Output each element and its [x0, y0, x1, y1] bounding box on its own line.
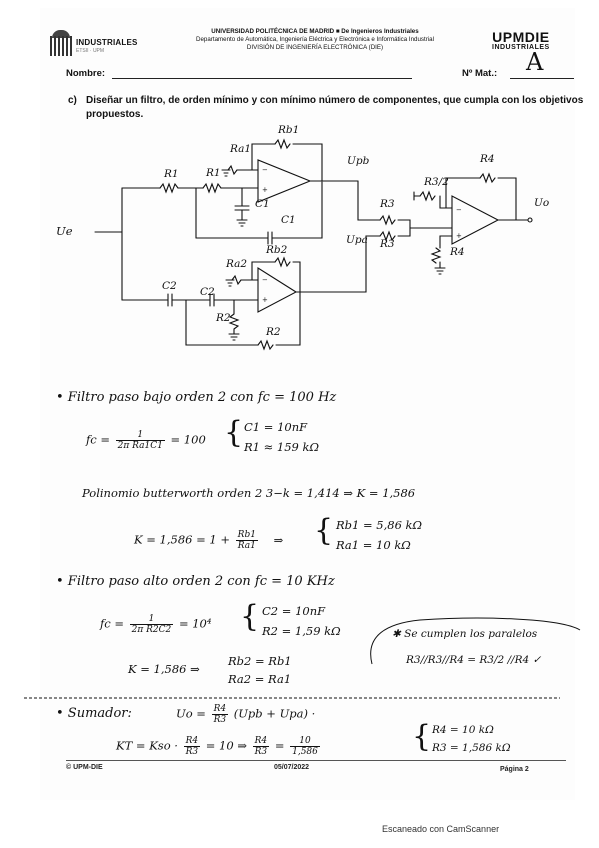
brace-lpf: {: [224, 415, 244, 450]
r4a-label: R4: [480, 153, 495, 165]
ra2-label: Ra2: [226, 258, 248, 270]
svg-text:+: +: [262, 296, 268, 304]
svg-text:+: +: [262, 186, 268, 194]
c2b-label: C2: [200, 286, 215, 298]
r3half-label: R3/2: [424, 176, 449, 188]
r3-value: R3 = 1,586 kΩ: [432, 742, 511, 754]
c2-value: C2 = 10nF: [262, 604, 326, 618]
r3b-label: R3: [380, 238, 395, 250]
footer-date: 05/07/2022: [274, 764, 310, 771]
hpf-title: • Filtro paso alto orden 2 con fc = 10 K…: [56, 574, 335, 589]
footer-page: Página 2: [500, 766, 529, 773]
vpb-label: Upb: [347, 155, 370, 167]
rb1-value: Rb1 = 5,86 kΩ: [336, 518, 423, 532]
svg-text:−: −: [262, 276, 268, 284]
ve-label: Ue: [56, 224, 73, 238]
upmdie-logo: UPMDIE INDUSTRIALES: [492, 29, 550, 51]
vpa-wire: [295, 245, 367, 293]
vpa-label: Upa: [346, 234, 368, 246]
rb2-value: Rb2 = Rb1: [228, 654, 292, 668]
r1a-resistor: [159, 182, 179, 194]
r3b-resistor: [379, 230, 396, 242]
r1a-label: R1: [164, 168, 179, 180]
scanner-watermark: Escaneado con CamScanner: [382, 824, 500, 834]
r2b-resistor: [257, 339, 274, 351]
ra1-resistor: [227, 164, 238, 176]
svg-text:+: +: [456, 232, 462, 240]
exam-version-letter: A: [526, 48, 544, 76]
r4-value: R4 = 10 kΩ: [432, 724, 494, 736]
exam-sheet: INDUSTRIALES ETSII · UPM UNIVERSIDAD POL…: [40, 8, 575, 800]
k2-line: K = 1,586 ⇒: [128, 662, 200, 676]
svg-text:−: −: [262, 166, 268, 174]
footer-copyright: © UPM-DIE: [66, 764, 103, 771]
c1b-label: C1: [281, 214, 296, 226]
r1-value: R1 ≈ 159 kΩ: [244, 440, 320, 454]
c2a-label: C2: [162, 280, 177, 292]
svg-text:−: −: [456, 206, 462, 214]
butterworth-line: Polinomio butterworth orden 2 3−k = 1,41…: [82, 486, 416, 500]
opamp-summer: [451, 195, 500, 245]
brace-k: {: [314, 513, 334, 548]
opamp-highpass: [257, 267, 298, 313]
question-text: Diseñar un filtro, de orden mínimo y con…: [86, 95, 584, 120]
r4a-resistor: [479, 172, 496, 184]
industriales-logo: INDUSTRIALES ETSII · UPM: [50, 30, 137, 60]
division-line: DIVISIÓN DE INGENIERÍA ELECTRÓNICA (DIE): [246, 44, 384, 51]
ra2-value: Ra2 = Ra1: [228, 672, 292, 686]
brace-hpf: {: [240, 599, 260, 634]
rb1-label: Rb1: [278, 124, 300, 136]
brace-sum: {: [412, 719, 432, 754]
mat-label: Nº Mat.:: [462, 68, 498, 79]
department-line: Departamento de Automática, Ingeniería E…: [196, 36, 434, 43]
c1a-label: C1: [255, 198, 270, 210]
sum-title: • Sumador:: [56, 706, 132, 721]
vo-label: Uo: [534, 197, 550, 209]
r1b-label: R1: [206, 167, 221, 179]
r2-value: R2 = 1,59 kΩ: [262, 624, 341, 638]
footer-rule: [66, 760, 566, 761]
c1-value: C1 = 10nF: [244, 420, 308, 434]
ra1-value: Ra1 = 10 kΩ: [336, 538, 411, 552]
rb2-resistor: [274, 256, 291, 268]
r4b-label: R4: [450, 246, 465, 258]
r3half-resistor: [430, 247, 442, 264]
header-text: UNIVERSIDAD POLITÉCNICA DE MADRID ■ De I…: [150, 28, 480, 52]
page-header: INDUSTRIALES ETSII · UPM UNIVERSIDAD POL…: [40, 8, 575, 78]
r4b-resistor: [419, 190, 436, 202]
r2a-resistor: [228, 313, 240, 330]
r3a-label: R3: [380, 198, 395, 210]
ra2-resistor: [231, 274, 242, 286]
name-label: Nombre:: [66, 68, 106, 79]
r2a-label: R2: [216, 312, 231, 324]
ra1-label: Ra1: [230, 143, 252, 155]
university-line: UNIVERSIDAD POLITÉCNICA DE MADRID ■ De I…: [211, 28, 419, 35]
r3a-resistor: [379, 214, 396, 226]
parallel-equation: R3//R3//R4 = R3/2 //R4 ✓: [406, 654, 542, 666]
r1b-resistor: [202, 182, 222, 194]
rb2-label: Rb2: [266, 244, 288, 256]
rb1-resistor: [274, 138, 291, 150]
output-terminal: [527, 217, 533, 223]
lpf-title: • Filtro paso bajo orden 2 con fc = 100 …: [56, 390, 337, 405]
opamp-lowpass: [257, 159, 312, 203]
parallel-title: ✱ Se cumplen los paralelos: [392, 628, 538, 640]
question-label: c): [68, 95, 77, 106]
r2b-label: R2: [266, 326, 281, 338]
mat-field-line: [510, 78, 574, 79]
name-field-line: [112, 78, 412, 79]
